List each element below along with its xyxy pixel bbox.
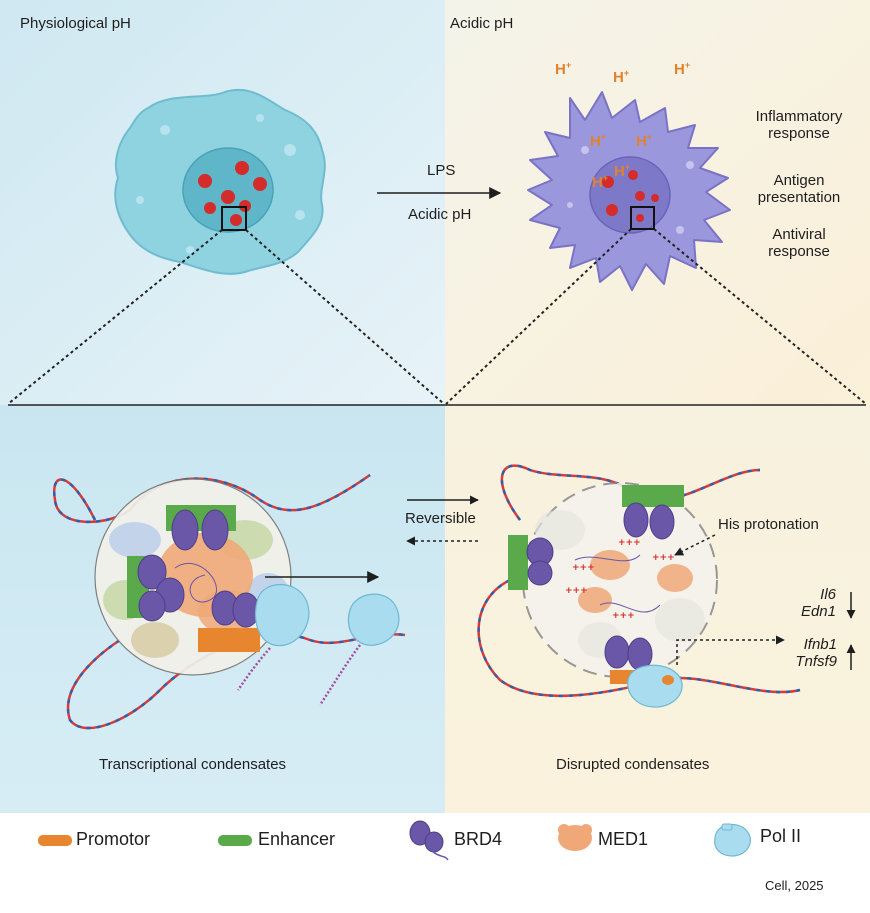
acidic-ph-title: Acidic pH [450, 15, 514, 32]
zoom-line [653, 228, 867, 405]
proton-label: H+ [555, 60, 572, 78]
acidic-ph-label: Acidic pH [408, 206, 472, 223]
svg-text:+++: +++ [572, 563, 595, 573]
transcriptional-condensates-caption: Transcriptional condensates [99, 756, 287, 773]
response-antiviral: Antiviral response [744, 226, 854, 260]
gene-label: Ifnb1 [803, 636, 837, 653]
legend-promotor-label: Promotor [76, 829, 151, 849]
response-antigen: Antigen presentation [744, 172, 854, 206]
proton-label: H+ [592, 173, 609, 191]
response-line: Inflammatory [755, 108, 843, 125]
response-line: response [768, 243, 830, 260]
zoom-line [7, 229, 223, 405]
response-line: presentation [757, 189, 841, 206]
disrupted-condensate: +++ +++ +++ +++ +++ [477, 464, 801, 708]
lps-label: LPS [427, 162, 456, 179]
his-protonation-label: His protonation [718, 516, 819, 533]
transcriptional-condensate [52, 473, 406, 730]
brd4-protein-icon [409, 820, 449, 861]
gene-label: Il6 [820, 586, 836, 603]
zoom-line [445, 228, 632, 405]
pol2-protein-icon [714, 823, 751, 857]
legend-med1-label: MED1 [598, 829, 649, 849]
zoom-line [245, 229, 445, 405]
response-line: response [768, 125, 830, 142]
svg-text:+++: +++ [612, 611, 635, 621]
proton-label: H+ [614, 162, 631, 180]
legend-icons [38, 820, 751, 861]
gene-label: Edn1 [800, 603, 836, 620]
legend-brd4-label: BRD4 [454, 829, 503, 849]
activated-macrophage [527, 91, 731, 291]
response-inflammatory: Inflammatory response [744, 108, 854, 142]
promotor-bar-icon [38, 835, 72, 846]
proton-label: H+ [674, 60, 691, 78]
legend-enhancer-label: Enhancer [258, 829, 336, 849]
reversible-label: Reversible [405, 510, 476, 527]
genes-down: Il6 Edn1 [800, 586, 836, 620]
zoom-box [221, 206, 247, 231]
med1-protein-icon [558, 824, 592, 851]
resting-macrophage [114, 88, 326, 275]
svg-text:+++: +++ [618, 538, 641, 548]
response-line: Antiviral [772, 226, 826, 243]
proton-label: H+ [613, 68, 630, 86]
proton-label: H+ [636, 132, 653, 150]
genes-up: Ifnb1 Tnfsf9 [785, 636, 837, 670]
svg-text:+++: +++ [565, 586, 588, 596]
zoom-box [630, 206, 655, 230]
enhancer-bar-icon [218, 835, 252, 846]
disrupted-condensates-caption: Disrupted condensates [556, 756, 710, 773]
gene-label: Tnfsf9 [795, 653, 837, 670]
citation: Cell, 2025 [765, 878, 824, 893]
response-line: Antigen [773, 172, 825, 189]
physiological-ph-title: Physiological pH [20, 15, 131, 32]
legend-pol2-label: Pol II [760, 826, 802, 846]
proton-label: H+ [590, 132, 607, 150]
svg-text:+++: +++ [652, 553, 675, 563]
